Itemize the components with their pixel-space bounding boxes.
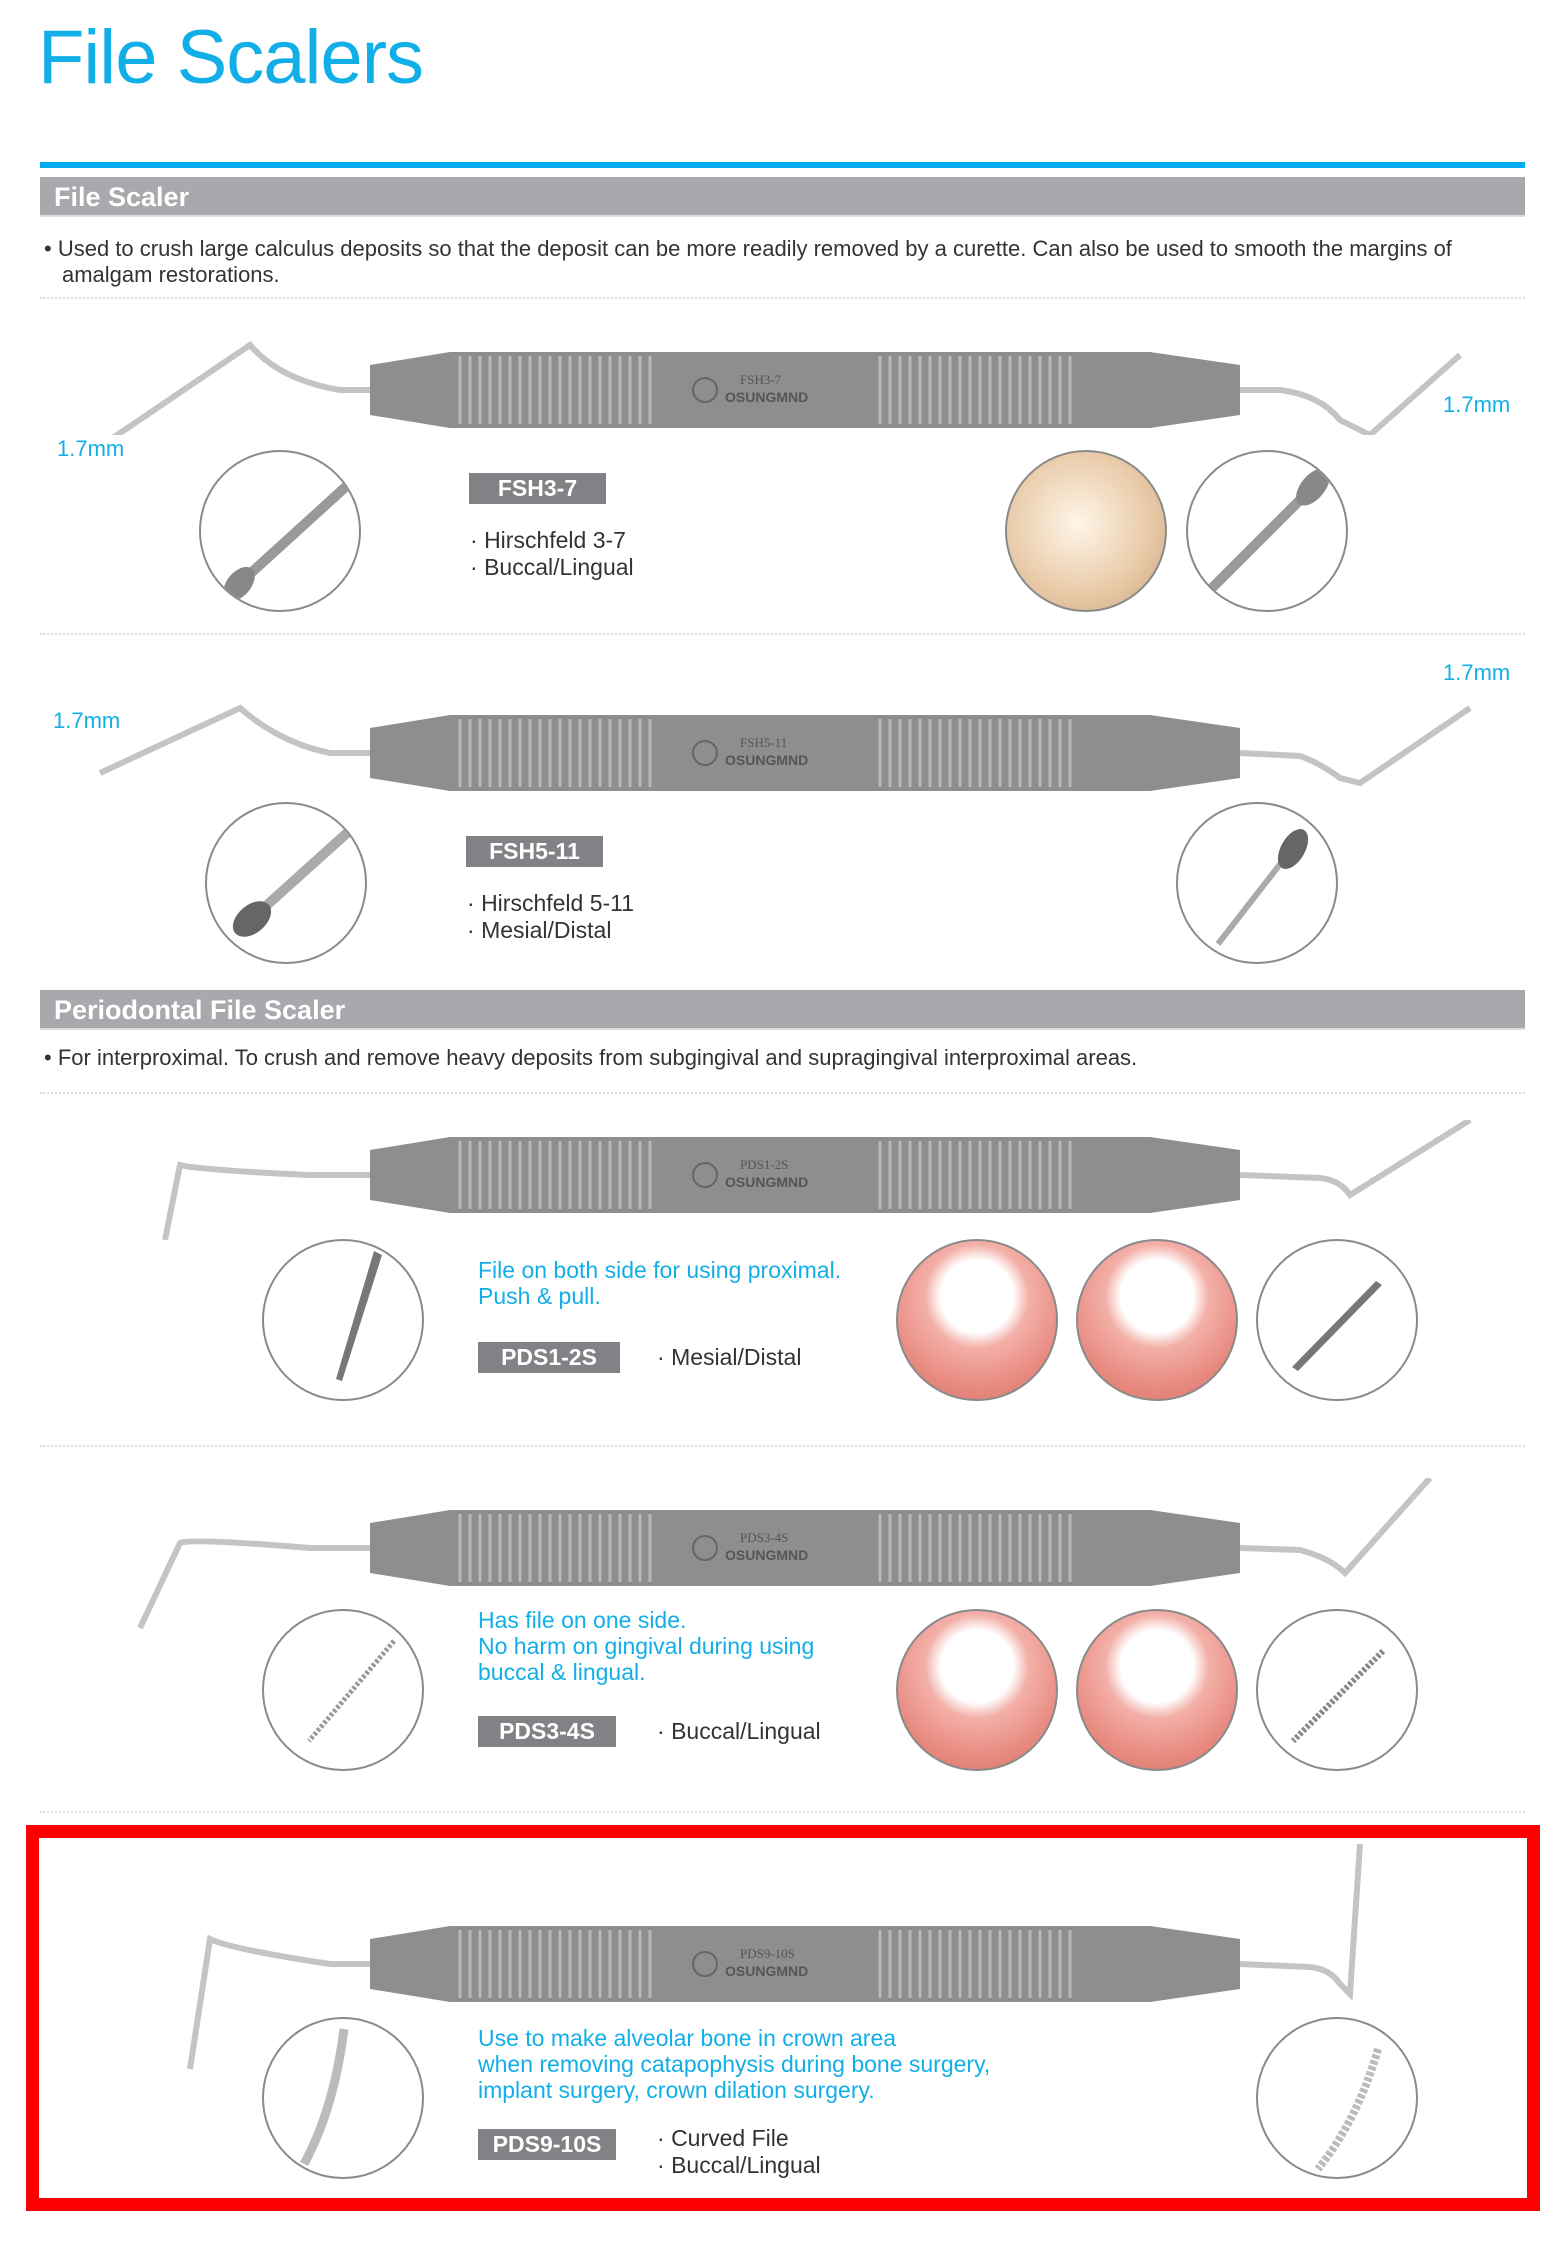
- product-code-badge: PDS9-10S: [478, 2129, 616, 2160]
- section-header-file-scaler: File Scaler: [40, 177, 1525, 217]
- clinical-photo-circle: [896, 1609, 1058, 1771]
- handle: [370, 1137, 1240, 1213]
- working-end-right: [1239, 1475, 1433, 1578]
- section-header-periodontal-file-scaler: Periodontal File Scaler: [40, 990, 1525, 1030]
- handle-model-mark: PDS9-10S: [740, 1946, 795, 1961]
- tip-detail-circle: [1176, 802, 1338, 964]
- handle: [370, 352, 1240, 428]
- product-code-badge: FSH5-11: [466, 836, 603, 867]
- clinical-photo-circle: [1076, 1609, 1238, 1771]
- brand-logo-icon: [692, 1162, 718, 1188]
- working-end-left: [162, 1161, 370, 1241]
- product-note: Has file on one side.No harm on gingival…: [478, 1607, 815, 1685]
- tip-detail-circle: [1256, 1239, 1418, 1401]
- working-end-left: [98, 704, 370, 776]
- handle-model-mark: PDS3-4S: [740, 1530, 788, 1545]
- product-bullets: · Curved File· Buccal/Lingual: [657, 2125, 821, 2178]
- product-code-badge: FSH3-7: [469, 473, 606, 504]
- brand-logo-icon: [692, 1535, 718, 1561]
- section-description: • For interproximal. To crush and remove…: [44, 1045, 1138, 1070]
- tip-size-left: 1.7mm: [57, 436, 125, 461]
- working-end-right: [1239, 1843, 1363, 2001]
- working-end-right: [1240, 352, 1462, 439]
- handle: [370, 1926, 1240, 2002]
- working-end-left: [187, 1934, 370, 2070]
- instrument-image-pds1-2s: PDS1-2S OSUNGMND: [80, 1117, 1520, 1241]
- product-bullets: · Buccal/Lingual: [657, 1718, 821, 1744]
- handle-brand-mark: OSUNGMND: [725, 1963, 808, 1979]
- divider: [40, 1811, 1525, 1813]
- handle-brand-mark: OSUNGMND: [725, 1547, 808, 1563]
- divider: [40, 297, 1525, 299]
- highlight-box: [26, 1825, 1540, 2211]
- working-end-right: [1239, 705, 1472, 787]
- handle-model-mark: PDS1-2S: [740, 1157, 788, 1172]
- working-end-left: [137, 1538, 370, 1630]
- clinical-photo-circle: [896, 1239, 1058, 1401]
- clinical-photo-circle: [1005, 450, 1167, 612]
- tip-detail-circle: [262, 1239, 424, 1401]
- divider: [40, 1445, 1525, 1447]
- instrument-image-pds9-10s: PDS9-10S OSUNGMND: [80, 1843, 1520, 2074]
- brand-logo-icon: [692, 740, 718, 766]
- tip-detail-circle: [205, 802, 367, 964]
- clinical-photo-circle: [1076, 1239, 1238, 1401]
- divider: [40, 633, 1525, 635]
- tip-detail-circle: [199, 450, 361, 612]
- working-end-left: [93, 341, 370, 453]
- handle: [370, 715, 1240, 791]
- tip-size-right: 1.7mm: [1443, 660, 1511, 685]
- product-code-badge: PDS1-2S: [478, 1342, 620, 1373]
- tip-detail-circle: [262, 2017, 424, 2179]
- tip-size-left: 1.7mm: [53, 708, 121, 733]
- handle-brand-mark: OSUNGMND: [725, 752, 808, 768]
- product-note: File on both side for using proximal.Pus…: [478, 1257, 842, 1309]
- brand-logo-icon: [692, 1951, 718, 1977]
- tip-detail-circle: [1186, 450, 1348, 612]
- page-title: File Scalers: [38, 15, 424, 100]
- tip-detail-circle: [262, 1609, 424, 1771]
- tip-detail-circle: [1256, 1609, 1418, 1771]
- instrument-image-fsh5-11: FSH5-11 OSUNGMND: [80, 698, 1520, 798]
- handle-brand-mark: OSUNGMND: [725, 1174, 808, 1190]
- handle-model-mark: FSH3-7: [740, 372, 782, 387]
- title-rule: [40, 162, 1525, 168]
- divider: [40, 1092, 1525, 1094]
- handle: [370, 1510, 1240, 1586]
- handle-model-mark: FSH5-11: [740, 735, 787, 750]
- product-bullets: · Mesial/Distal: [657, 1344, 802, 1370]
- instrument-image-pds3-4s: PDS3-4S OSUNGMND: [80, 1475, 1520, 1638]
- section-description: • Used to crush large calculus deposits …: [44, 236, 1452, 287]
- product-bullets: · Hirschfeld 5-11· Mesial/Distal: [467, 890, 635, 943]
- tip-detail-circle: [1256, 2017, 1418, 2179]
- product-bullets: · Hirschfeld 3-7· Buccal/Lingual: [470, 527, 634, 580]
- handle-brand-mark: OSUNGMND: [725, 389, 808, 405]
- tip-size-right: 1.7mm: [1443, 392, 1511, 417]
- working-end-right: [1239, 1117, 1472, 1200]
- instrument-image-fsh3-7: FSH3-7 OSUNGMND: [80, 335, 1520, 453]
- product-code-badge: PDS3-4S: [478, 1716, 616, 1747]
- brand-logo-icon: [692, 377, 718, 403]
